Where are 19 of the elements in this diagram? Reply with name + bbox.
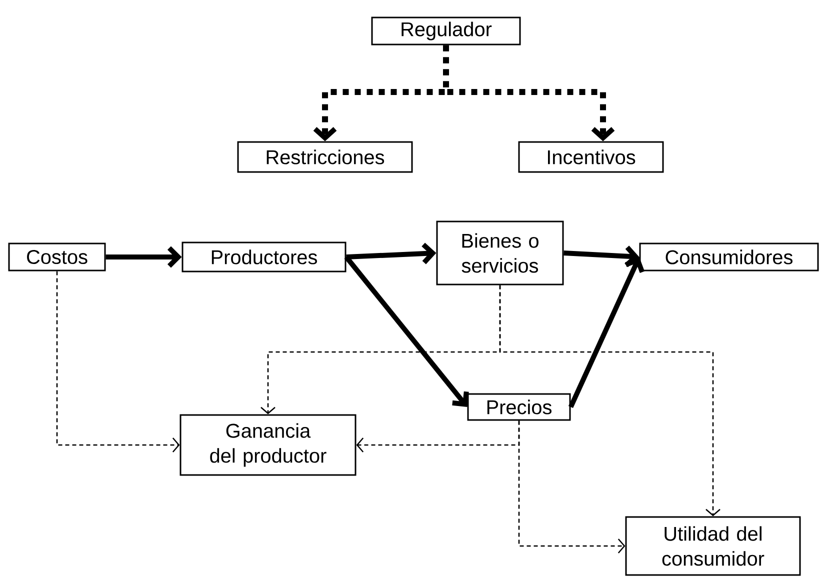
- process-box: Incentivos: [518, 141, 664, 173]
- arrow: [346, 242, 436, 264]
- arrow: [568, 257, 645, 408]
- process-box: Precios: [467, 393, 571, 421]
- process-box: Utilidad del consumidor: [625, 516, 801, 576]
- arrow: [106, 246, 182, 268]
- process-box: Regulador: [371, 16, 521, 46]
- process-box: Consumidores: [639, 242, 819, 272]
- arrow: [518, 420, 626, 554]
- arrow: [344, 255, 469, 407]
- arrow: [56, 271, 180, 452]
- process-box: Bienes o servicios: [436, 220, 564, 286]
- process-box: Ganancia del productor: [180, 414, 356, 476]
- process-box: Restricciones: [237, 141, 413, 173]
- process-box: Costos: [8, 242, 106, 272]
- arrow: [564, 246, 640, 268]
- arrow: [499, 285, 720, 516]
- process-box: Productores: [182, 242, 346, 272]
- arrow: [443, 45, 615, 142]
